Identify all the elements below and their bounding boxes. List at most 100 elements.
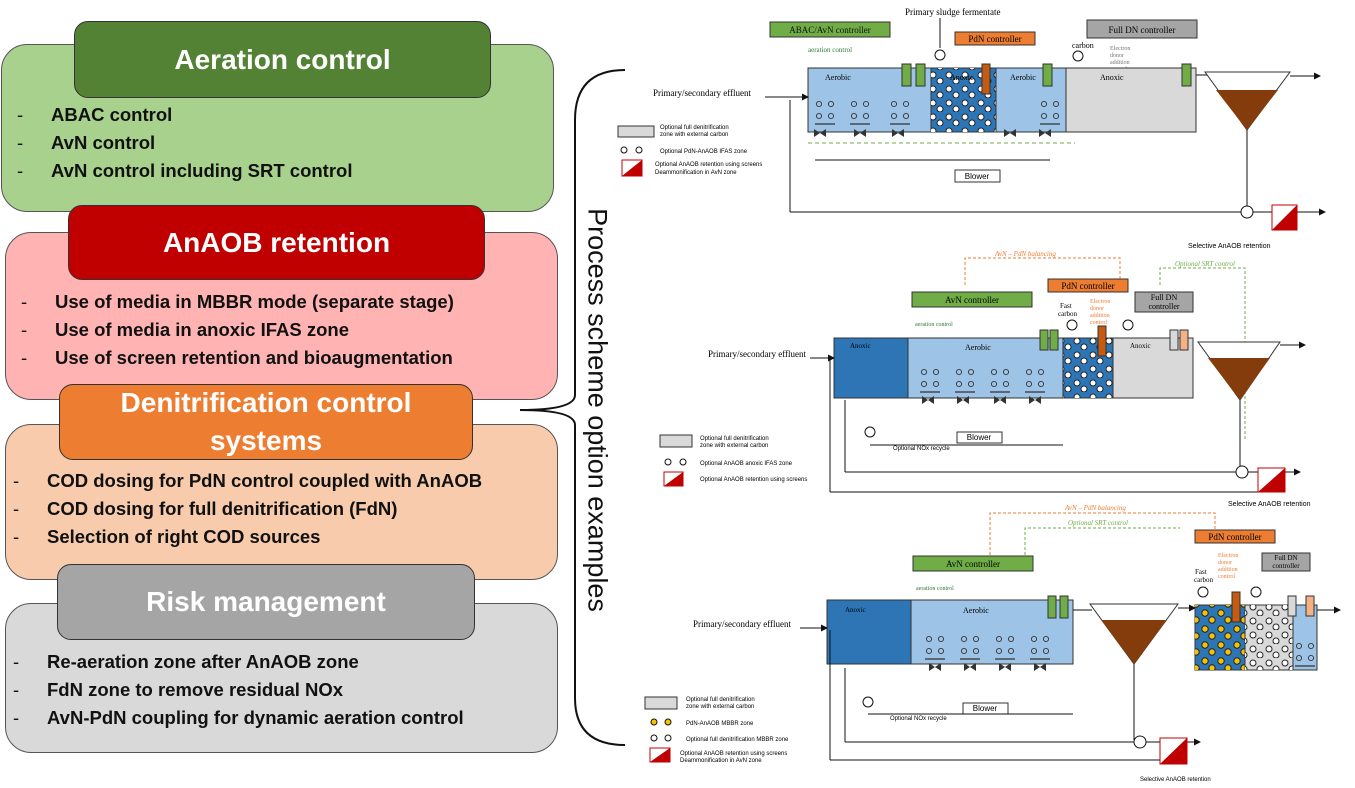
risk-management-title: Risk management <box>57 564 475 640</box>
scheme1-sludge-label: Primary sludge fermentate <box>905 7 1000 17</box>
svg-text:Deammonification in AvN zone: Deammonification in AvN zone <box>680 758 762 764</box>
svg-text:AvN – PdN balancing: AvN – PdN balancing <box>1064 504 1126 512</box>
svg-text:PdN-AnAOB MBBR zone: PdN-AnAOB MBBR zone <box>686 721 754 727</box>
svg-text:Deammonification in AvN zone: Deammonification in AvN zone <box>655 170 737 176</box>
scheme-2: AvN – PdN balancing Optional SRT control… <box>659 250 1311 508</box>
svg-text:Optional NOx recycle: Optional NOx recycle <box>893 446 950 452</box>
svg-text:Fast: Fast <box>1195 568 1207 576</box>
svg-text:Optional PdN-AnAOB IFAS zone: Optional PdN-AnAOB IFAS zone <box>660 149 748 155</box>
svg-text:Anoxic: Anoxic <box>1100 73 1124 82</box>
svg-text:carbon: carbon <box>1194 576 1214 584</box>
svg-text:ABAC/AvN controller: ABAC/AvN controller <box>789 25 871 35</box>
svg-text:Anoxic: Anoxic <box>1130 342 1151 350</box>
svg-text:Aerobic: Aerobic <box>963 606 989 615</box>
svg-text:Fast: Fast <box>1060 302 1072 310</box>
svg-text:aeration control: aeration control <box>808 46 852 54</box>
svg-text:donor: donor <box>1110 53 1124 59</box>
scheme1-abac-controller <box>769 21 891 38</box>
svg-text:Optional AnAOB retention using: Optional AnAOB retention using screens <box>680 751 787 757</box>
svg-text:PdN controller: PdN controller <box>968 34 1021 44</box>
svg-text:zone with external carbon: zone with external carbon <box>700 443 768 449</box>
svg-text:Selective AnAOB retention: Selective AnAOB retention <box>1188 243 1271 250</box>
svg-text:Selective AnAOB retention: Selective AnAOB retention <box>1228 501 1311 508</box>
svg-text:Optional full denitrification: Optional full denitrification MBBR zone <box>686 737 789 743</box>
denitrification-control-list: COD dosing for PdN control coupled with … <box>13 467 482 551</box>
svg-text:control: control <box>1090 320 1107 326</box>
svg-text:zone with external carbon: zone with external carbon <box>686 704 754 710</box>
scheme3-avn-controller <box>912 555 1034 572</box>
svg-text:controller: controller <box>1272 562 1300 570</box>
svg-text:Full DN controller: Full DN controller <box>1109 25 1176 35</box>
svg-text:Aerobic: Aerobic <box>1010 73 1036 82</box>
anaob-retention-title: AnAOB retention <box>68 205 485 280</box>
svg-text:PdN controller: PdN controller <box>1061 281 1114 291</box>
anaob-retention-list: Use of media in MBBR mode (separate stag… <box>21 288 454 372</box>
svg-text:AvN controller: AvN controller <box>945 295 999 305</box>
svg-text:addition: addition <box>1090 313 1110 319</box>
scheme1-pdn-controller <box>954 31 1036 46</box>
svg-text:Aerobic: Aerobic <box>825 73 851 82</box>
svg-text:zone with external carbon: zone with external carbon <box>660 132 728 138</box>
svg-text:carbon: carbon <box>1072 41 1094 50</box>
list-item: AvN-PdN coupling for dynamic aeration co… <box>13 704 464 732</box>
scheme2-avn-controller <box>911 291 1033 308</box>
svg-text:controller: controller <box>1148 302 1179 311</box>
svg-text:AvN – PdN balancing: AvN – PdN balancing <box>994 250 1056 258</box>
svg-text:Optional SRT control: Optional SRT control <box>1068 519 1128 527</box>
svg-text:donor: donor <box>1090 306 1104 312</box>
svg-text:Electron: Electron <box>1218 553 1238 559</box>
svg-text:Anoxic: Anoxic <box>950 73 974 82</box>
list-item: COD dosing for PdN control coupled with … <box>13 467 482 495</box>
svg-text:Primary/secondary effluent: Primary/secondary effluent <box>693 619 792 629</box>
scheme3-pdn-controller <box>1194 529 1276 544</box>
svg-text:Electron: Electron <box>1090 299 1110 305</box>
risk-management-list: Re-aeration zone after AnAOB zone FdN zo… <box>13 648 464 732</box>
svg-text:Optional AnAOB anoxic IFAS zon: Optional AnAOB anoxic IFAS zone <box>700 461 793 467</box>
anaob-retention-title-text: AnAOB retention <box>162 226 391 258</box>
svg-text:Optional SRT control: Optional SRT control <box>1175 260 1235 268</box>
list-item: FdN zone to remove residual NOx <box>13 676 464 704</box>
aeration-control-title: Aeration control <box>74 21 491 98</box>
svg-text:Aerobic: Aerobic <box>965 343 991 352</box>
svg-text:Blower: Blower <box>973 704 998 713</box>
svg-text:Blower: Blower <box>965 172 990 181</box>
svg-text:Full DN: Full DN <box>1151 293 1178 302</box>
svg-text:Blower: Blower <box>967 433 992 442</box>
scheme1-fulldn-controller <box>1086 19 1198 39</box>
aeration-control-list: ABAC control AvN control AvN control inc… <box>17 101 352 185</box>
aeration-control-title-text: Aeration control <box>174 43 391 75</box>
scheme2-fulldn-controller <box>1134 291 1194 313</box>
list-item: Use of screen retention and bioaugmentat… <box>21 344 454 372</box>
svg-text:Optional AnAOB retention using: Optional AnAOB retention using screens <box>700 477 807 483</box>
svg-text:Anoxic: Anoxic <box>850 342 871 350</box>
scheme-1: Primary sludge fermentate ABAC/AvN contr… <box>617 7 1326 250</box>
svg-text:AvN controller: AvN controller <box>946 559 1000 569</box>
svg-text:Optional NOx recycle: Optional NOx recycle <box>890 716 947 722</box>
svg-text:Optional full denitrification: Optional full denitrification <box>660 125 729 131</box>
svg-text:Anoxic: Anoxic <box>845 606 866 614</box>
scheme-brace <box>519 69 626 746</box>
svg-text:PdN controller: PdN controller <box>1208 532 1261 542</box>
scheme2-pdn-controller <box>1047 278 1129 293</box>
risk-management-title-text: Risk management <box>146 586 386 617</box>
list-item: Use of media in anoxic IFAS zone <box>21 316 454 344</box>
svg-text:Primary/secondary effluent: Primary/secondary effluent <box>708 349 807 359</box>
list-item: Use of media in MBBR mode (separate stag… <box>21 288 454 316</box>
svg-text:Optional AnAOB retention using: Optional AnAOB retention using screens <box>655 162 762 168</box>
svg-text:control: control <box>1218 574 1235 580</box>
svg-text:Primary/secondary effluent: Primary/secondary effluent <box>653 88 752 98</box>
list-item: ABAC control <box>17 101 352 129</box>
list-item: AvN control <box>17 129 352 157</box>
list-item: Selection of right COD sources <box>13 523 482 551</box>
svg-text:Full DN: Full DN <box>1274 554 1297 562</box>
denitrification-control-title-line1: Denitrification control <box>120 387 412 418</box>
svg-text:aeration control: aeration control <box>916 586 954 592</box>
svg-text:Electron: Electron <box>1110 46 1130 52</box>
svg-text:carbon: carbon <box>1058 310 1078 318</box>
list-item: Re-aeration zone after AnAOB zone <box>13 648 464 676</box>
list-item: AvN control including SRT control <box>17 157 352 185</box>
list-item: COD dosing for full denitrification (FdN… <box>13 495 482 523</box>
scheme-3: AvN – PdN balancing Optional SRT control… <box>644 504 1341 783</box>
svg-text:donor: donor <box>1218 560 1232 566</box>
